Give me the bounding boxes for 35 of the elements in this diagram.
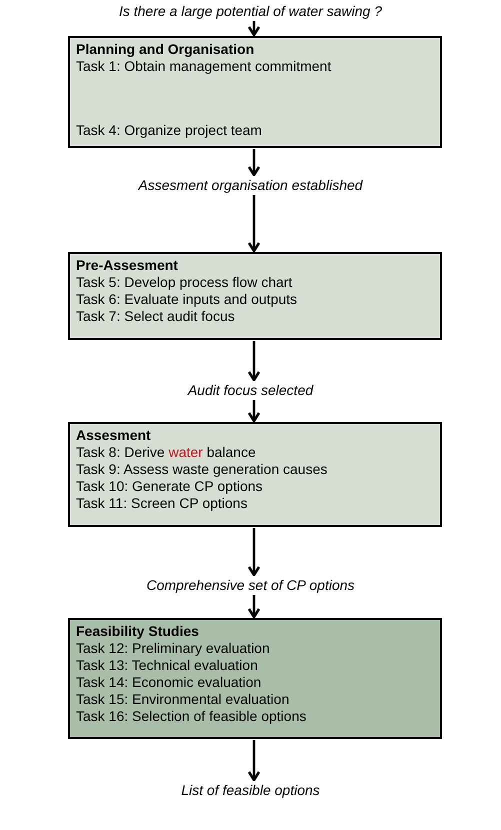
arrow [248,195,260,252]
flow-label: Audit focus selected [188,381,314,399]
flow-label: Assesment organisation established [138,176,363,194]
flow-label: Is there a large potential of water sawing ? [118,2,382,20]
task-text: Task 15: Environmental evaluation [76,691,290,708]
flow-label: Comprehensive set of CP options [146,576,355,594]
phase-heading: Feasibility Studies [76,623,200,640]
phase-heading: Assesment [76,427,152,444]
task-text: Task 6: Evaluate inputs and outputs [76,291,298,308]
task-text: Task 16: Selection of feasible options [76,708,308,725]
flow-label: List of feasible options [181,781,320,799]
task-text: Task 11: Screen CP options [76,495,248,512]
task-text: Task 13: Technical evaluation [76,657,259,674]
task-text: Task 12: Preliminary evaluation [76,640,271,657]
arrow [248,740,260,782]
arrow [248,528,260,576]
arrow [248,400,260,422]
phase-box [68,422,442,527]
task-text: Task 4: Organize project team [76,122,263,139]
arrow [248,341,260,382]
phase-heading: Planning and Organisation [76,41,256,58]
arrow [248,149,260,176]
arrow [248,595,260,618]
phase-box [68,36,442,148]
task-text: Task 10: Generate CP options [76,478,264,495]
arrow [248,21,260,36]
task-text: Task 8: Derive water balance [76,444,257,461]
phase-heading: Pre-Assesment [76,257,179,274]
task-text: Task 9: Assess waste generation causes [76,461,328,478]
phase-box [68,618,442,739]
task-text: Task 7: Select audit focus [76,308,236,325]
task-text: Task 5: Develop process flow chart [76,274,294,291]
task-text: Task 14: Economic evaluation [76,674,262,691]
phase-box [68,252,442,340]
task-text: Task 1: Obtain management commitment [76,58,332,75]
